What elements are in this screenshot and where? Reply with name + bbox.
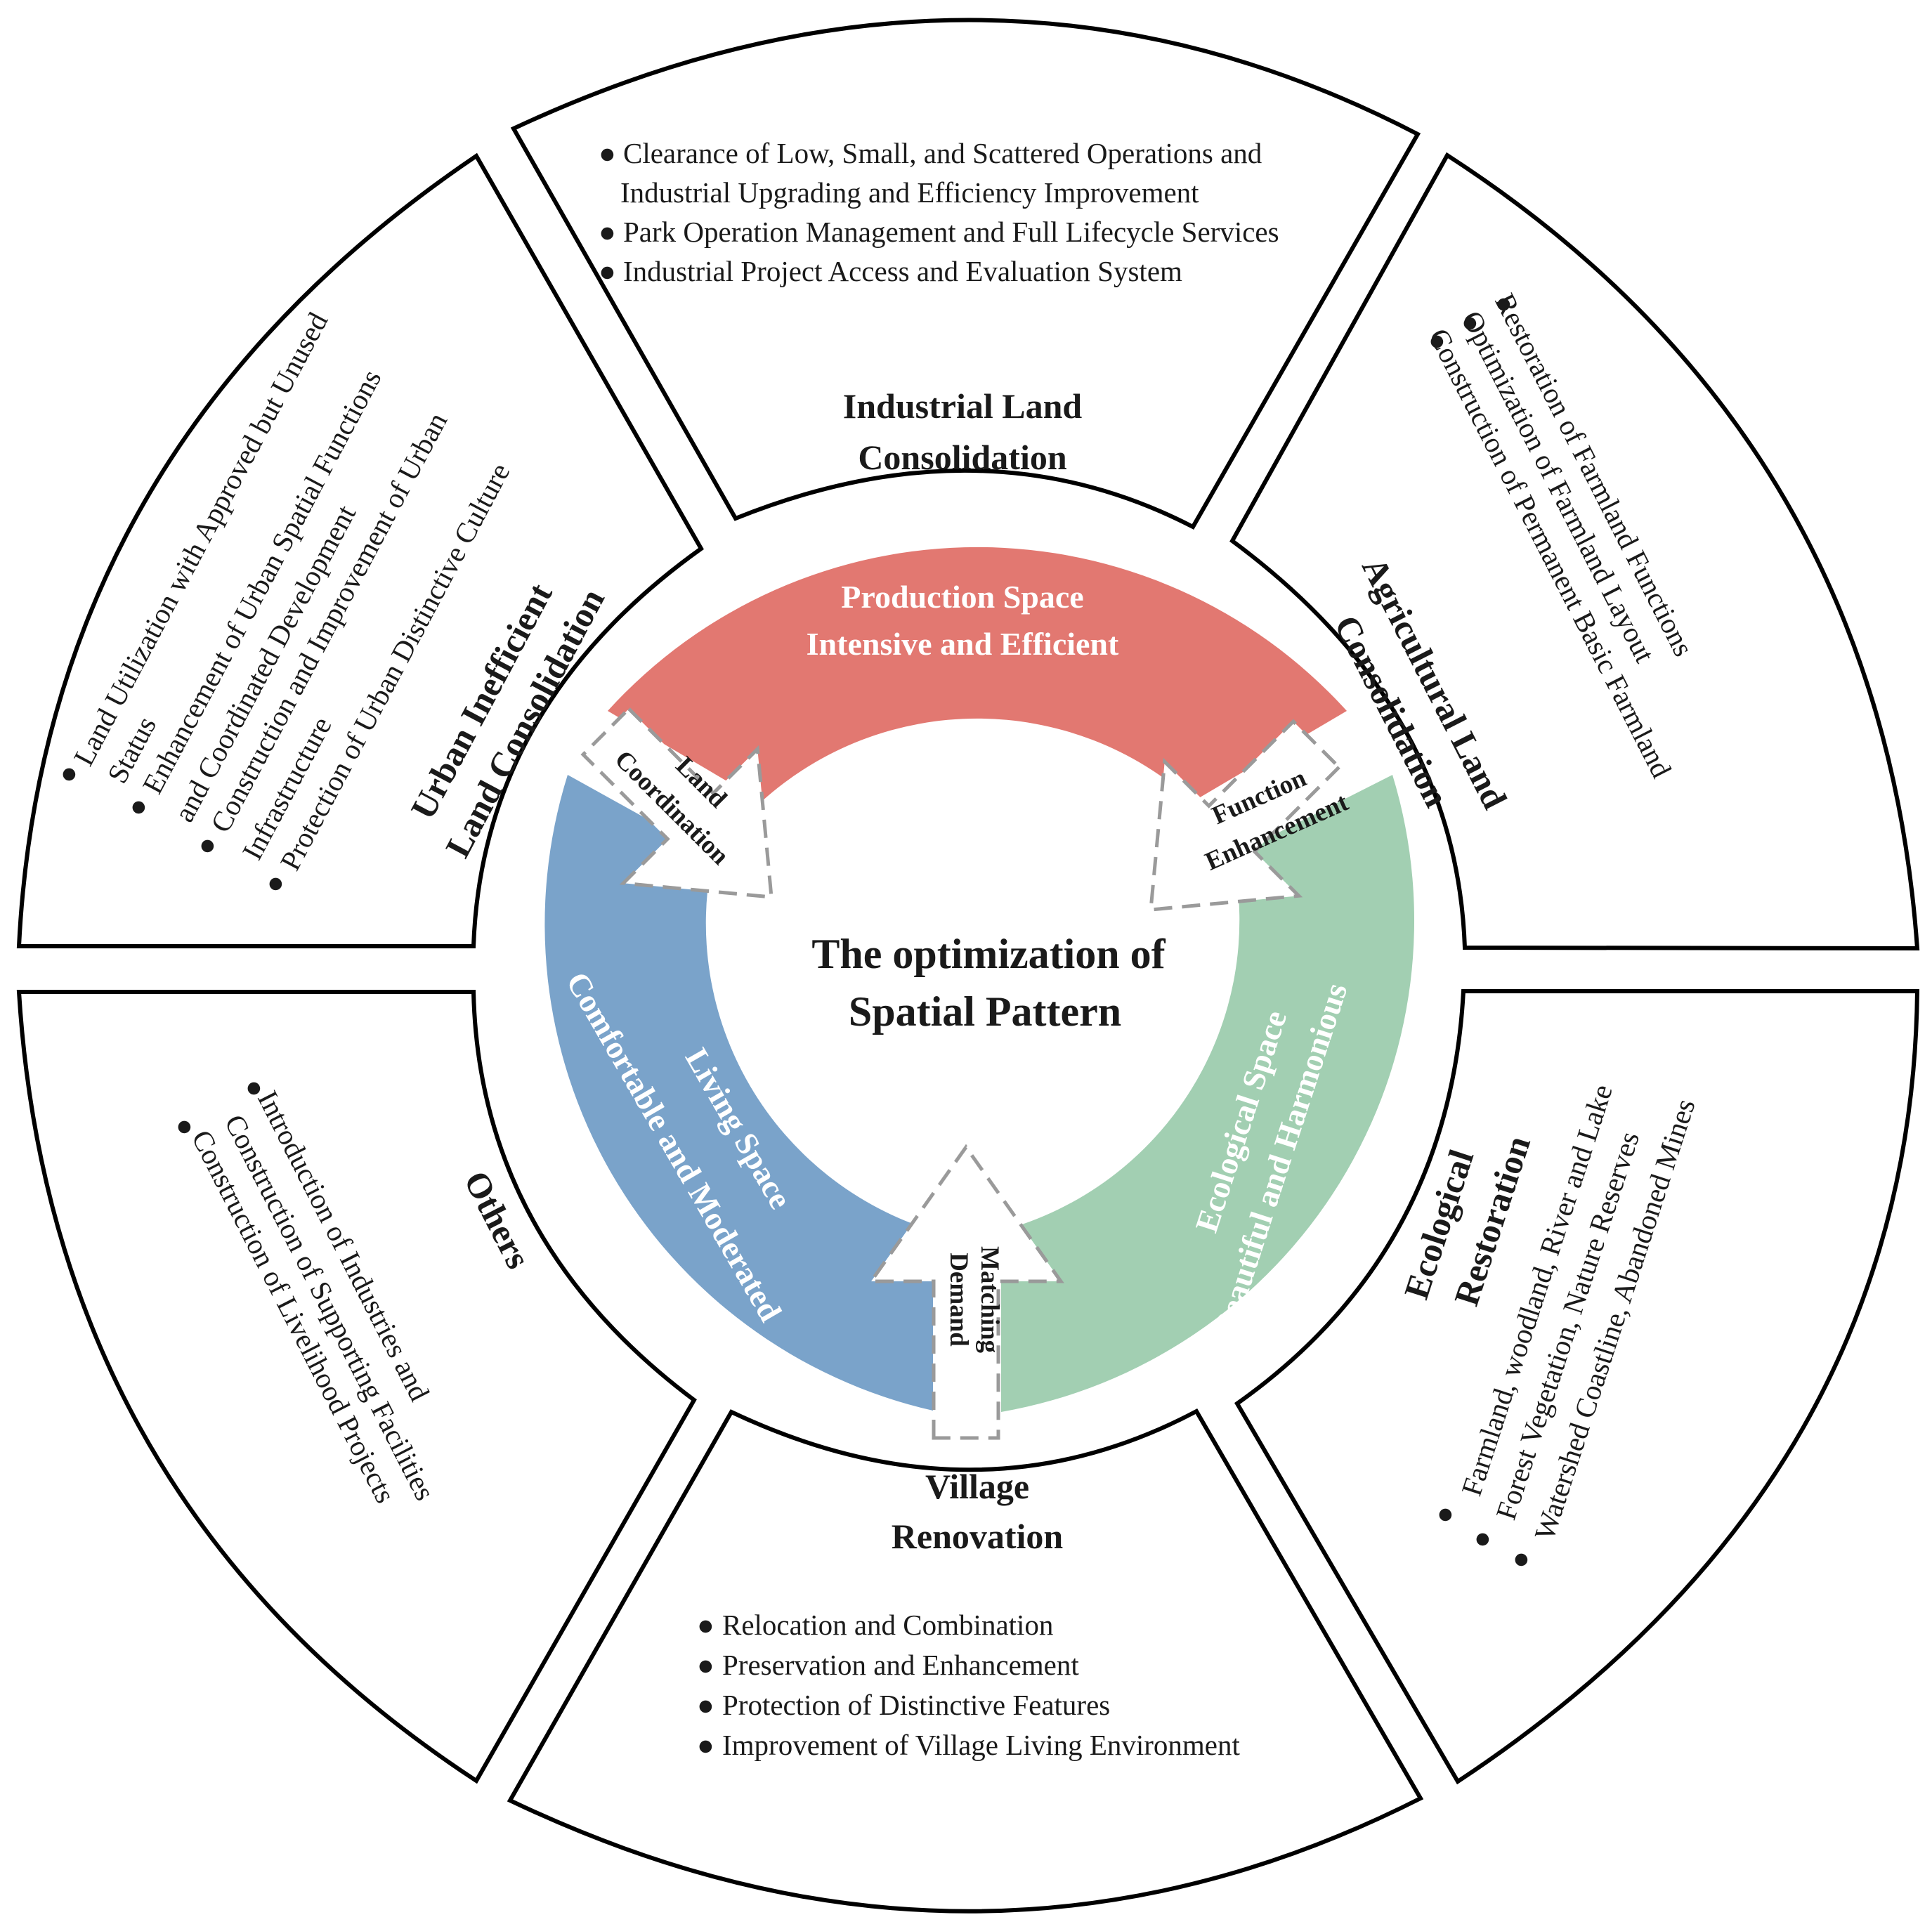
industrial-bullet-list: ● Clearance of Low, Small, and Scattered…	[599, 137, 1279, 287]
village-title-1: Village	[925, 1467, 1029, 1506]
production-space-band	[608, 547, 1347, 802]
bullet-dot: ●	[245, 1071, 263, 1103]
bullet-dot: ●	[1513, 1542, 1530, 1574]
bullet-dot: ●	[1437, 1497, 1454, 1529]
industrial-item-3: Industrial Project Access and Evaluation…	[623, 255, 1182, 287]
bullet-dot: ●	[1495, 287, 1513, 319]
bullet-dot: ●	[1428, 324, 1446, 356]
bullet-dot: ●	[697, 1729, 714, 1761]
bullet-dot: ●	[1474, 1522, 1492, 1554]
demand-matching-label-1: Demand	[944, 1253, 973, 1347]
village-item-1: Relocation and Combination	[722, 1609, 1053, 1641]
urban-segment	[16, 152, 704, 948]
industrial-item-2: Park Operation Management and Full Lifec…	[623, 216, 1279, 248]
bullet-dot: ●	[697, 1689, 714, 1721]
bullet-dot: ●	[599, 216, 616, 248]
industrial-item-1: Clearance of Low, Small, and Scattered O…	[623, 137, 1262, 169]
industrial-item-1-cont: Industrial Upgrading and Efficiency Impr…	[620, 176, 1199, 209]
ecological-space-band	[1001, 775, 1415, 1412]
industrial-title-1: Industrial Land	[843, 386, 1083, 426]
production-space-label-1: Production Space	[841, 579, 1083, 615]
village-segment	[507, 1408, 1424, 1914]
industrial-title-2: Consolidation	[858, 438, 1067, 477]
bullet-dot: ●	[60, 757, 78, 789]
function-enhancement-arrow	[1149, 719, 1342, 912]
agricultural-segment	[1229, 152, 1920, 951]
bullet-dot: ●	[176, 1109, 193, 1142]
village-item-3: Protection of Distinctive Features	[722, 1689, 1110, 1721]
others-segment	[16, 990, 697, 1784]
village-bullet-list: ● Relocation and Combination ● Preservat…	[697, 1609, 1241, 1761]
bullet-dot: ●	[697, 1649, 714, 1681]
bullet-dot: ●	[267, 866, 285, 898]
bullet-dot: ●	[599, 255, 616, 287]
demand-matching-arrow	[868, 1144, 1064, 1440]
village-item-2: Preservation and Enhancement	[722, 1649, 1079, 1681]
bullet-dot: ●	[1461, 306, 1479, 338]
ecological-segment	[1234, 989, 1920, 1785]
village-item-4: Improvement of Village Living Environmen…	[722, 1729, 1241, 1761]
industrial-segment	[510, 18, 1421, 530]
center-title-line-1: The optimization of	[811, 931, 1166, 977]
production-space-label-2: Intensive and Efficient	[807, 626, 1119, 662]
bullet-dot: ●	[697, 1609, 714, 1641]
bullet-dot: ●	[599, 137, 616, 169]
land-coordination-arrow	[580, 706, 774, 899]
bullet-dot: ●	[199, 828, 216, 861]
center-title-line-2: Spatial Pattern	[849, 988, 1121, 1035]
village-title-2: Renovation	[892, 1517, 1064, 1556]
demand-matching-label-2: Matching	[975, 1246, 1004, 1354]
living-space-band	[544, 775, 933, 1411]
bullet-dot: ●	[130, 790, 148, 822]
